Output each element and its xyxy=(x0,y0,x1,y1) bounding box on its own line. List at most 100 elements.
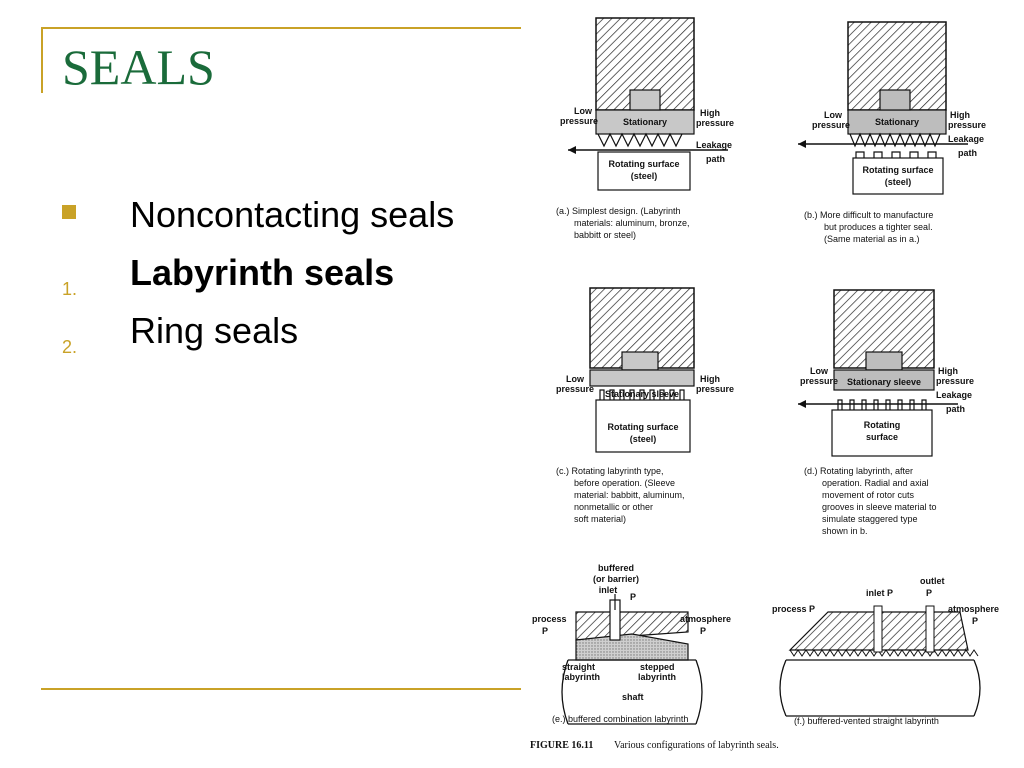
figure-caption: Various configurations of labyrinth seal… xyxy=(614,740,779,751)
label-stepped-labyrinth: labyrinth xyxy=(638,672,676,682)
label-high: High xyxy=(700,108,720,118)
slide-title: SEALS xyxy=(62,39,215,95)
caption-line: soft material) xyxy=(574,514,626,524)
panel-d: Stationary sleeve Low pressure High pres… xyxy=(798,289,974,536)
caption-line: (d.) Rotating labyrinth, after xyxy=(804,466,913,476)
stationary-boss xyxy=(865,351,903,371)
label-high: High xyxy=(938,366,958,376)
label-low: Low xyxy=(574,106,593,116)
label-low: Low xyxy=(566,374,585,384)
label-rotating-surface: Rotating surface xyxy=(608,159,679,169)
label-steel: (steel) xyxy=(630,434,657,444)
caption-line: babbitt or steel) xyxy=(574,230,636,240)
bullet-text: Labyrinth seals xyxy=(130,252,395,293)
bullet-text: Ring seals xyxy=(130,310,299,351)
label-inlet: inlet xyxy=(599,585,618,595)
stationary-boss xyxy=(879,89,911,111)
bullet-item-noncontacting: Noncontacting seals xyxy=(62,190,502,240)
label-rotating-surface: Rotating surface xyxy=(607,422,678,432)
stationary-housing xyxy=(575,611,689,641)
label-pa: P xyxy=(700,626,706,636)
label-process-pp: process P xyxy=(772,604,815,614)
label-process: process xyxy=(532,614,567,624)
bullet-text: Noncontacting seals xyxy=(130,194,455,235)
label-straight-labyrinth: labyrinth xyxy=(562,672,600,682)
label-or-barrier: (or barrier) xyxy=(593,574,639,584)
label-high-pressure: pressure xyxy=(936,376,974,386)
stationary-sleeve xyxy=(833,369,935,391)
panel-c: Stationary sleeve Low pressure High pres… xyxy=(556,287,734,524)
figure-drawing: Stationary Low pressure High pressure Le… xyxy=(530,17,999,751)
label-pb: P xyxy=(630,592,636,602)
caption-line: movement of rotor cuts xyxy=(822,490,915,500)
caption-line: operation. Radial and axial xyxy=(822,478,929,488)
panel-f: process P inlet P outlet P atmosphere P … xyxy=(772,576,999,726)
labyrinth-teeth xyxy=(597,132,683,148)
stationary-sleeve xyxy=(589,369,695,387)
bullet-number: 1. xyxy=(62,279,78,299)
caption-line: grooves in sleeve material to xyxy=(822,502,937,512)
figure-label: FIGURE 16.11 xyxy=(530,740,593,751)
label-steel: (steel) xyxy=(631,171,658,181)
caption-line: (b.) More difficult to manufacture xyxy=(804,210,933,220)
stationary-part xyxy=(847,109,947,135)
label-stepped: stepped xyxy=(640,662,675,672)
caption-line: (f.) buffered-vented straight labyrinth xyxy=(794,716,939,726)
labyrinth-teeth xyxy=(849,132,941,148)
label-stationary: Stationary xyxy=(875,117,919,127)
label-stationary-sleeve: Stationary sleeve xyxy=(847,377,921,387)
caption-line: (a.) Simplest design. (Labyrinth xyxy=(556,206,681,216)
label-surface: surface xyxy=(866,432,898,442)
label-shaft: shaft xyxy=(622,692,644,702)
rotating-surface xyxy=(852,157,944,195)
label-low: Low xyxy=(810,366,829,376)
labyrinth-seals-figure: Stationary Low pressure High pressure Le… xyxy=(528,0,1024,768)
stationary-boss xyxy=(629,89,661,111)
label-straight: straight xyxy=(562,662,595,672)
label-stationary: Stationary xyxy=(623,117,667,127)
rotating-surface xyxy=(597,151,691,191)
label-low: Low xyxy=(824,110,843,120)
caption-line: materials: aluminum, bronze, xyxy=(574,218,690,228)
label-low-pressure: pressure xyxy=(812,120,850,130)
label-high-pressure: pressure xyxy=(948,120,986,130)
caption-line: (Same material as in a.) xyxy=(824,234,920,244)
panel-a: Stationary Low pressure High pressure Le… xyxy=(556,17,734,240)
label-atmosphere: atmosphere xyxy=(948,604,999,614)
bullet-number: 2. xyxy=(62,337,78,357)
shaft-outline xyxy=(561,659,703,725)
label-high: High xyxy=(950,110,970,120)
label-po: P xyxy=(926,588,932,598)
panel-b: Stationary Low pressure High pressure Le… xyxy=(798,21,986,244)
labyrinth-teeth xyxy=(789,649,979,657)
label-leakage: Leakage xyxy=(936,390,972,400)
bullet-item-labyrinth: 1. Labyrinth seals xyxy=(62,248,502,299)
caption-line: (c.) Rotating labyrinth type, xyxy=(556,466,664,476)
caption-line: simulate staggered type xyxy=(822,514,918,524)
label-low-pressure: pressure xyxy=(560,116,598,126)
panel-e: buffered (or barrier) inlet P process P … xyxy=(532,563,731,725)
label-steel: (steel) xyxy=(885,177,912,187)
caption-line: before operation. (Sleeve xyxy=(574,478,675,488)
labyrinth-teeth xyxy=(837,399,927,410)
caption-line: nonmetallic or other xyxy=(574,502,653,512)
label-high-pressure: pressure xyxy=(696,384,734,394)
label-path: path xyxy=(946,404,965,414)
inlet-port xyxy=(873,605,883,653)
caption-line: but produces a tighter seal. xyxy=(824,222,933,232)
accent-line-bottom xyxy=(41,688,521,690)
label-low-pressure: pressure xyxy=(556,384,594,394)
rotating-surface xyxy=(831,409,933,457)
label-buffered: buffered xyxy=(598,563,634,573)
label-pa: P xyxy=(972,616,978,626)
shaft-outline xyxy=(779,659,981,717)
caption-line: (e.) buffered combination labyrinth xyxy=(552,714,688,724)
label-low-pressure: pressure xyxy=(800,376,838,386)
label-leakage: Leakage xyxy=(696,140,732,150)
labyrinth-teeth xyxy=(599,389,685,400)
labyrinth-zone xyxy=(575,633,689,661)
label-rotating-surface: Rotating surface xyxy=(862,165,933,175)
label-inlet-pi: inlet P xyxy=(866,588,893,598)
bullet-item-ring: 2. Ring seals xyxy=(62,306,502,357)
caption-line: shown in b. xyxy=(822,526,868,536)
